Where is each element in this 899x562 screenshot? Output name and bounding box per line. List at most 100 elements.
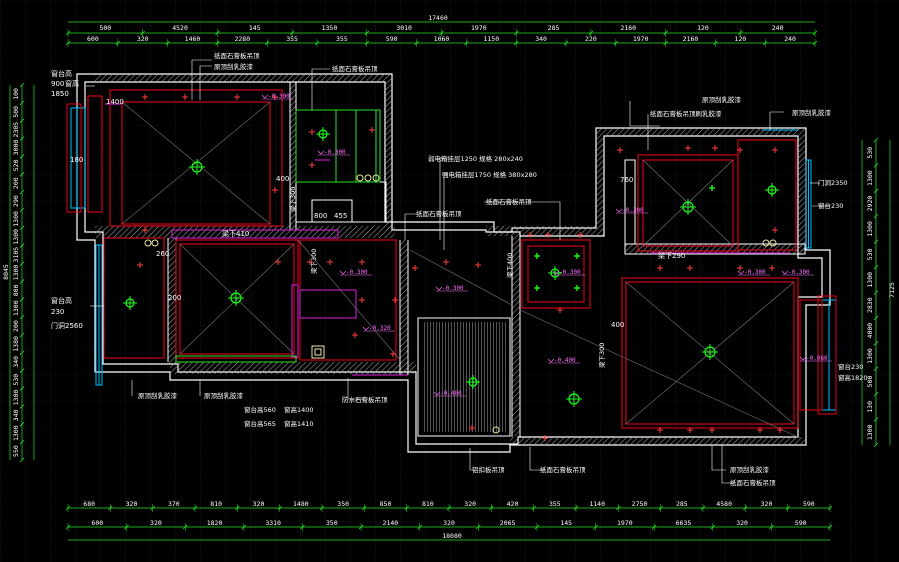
spot-light <box>709 427 715 433</box>
label-sill-560: 窗台高560 <box>244 405 276 414</box>
spot-light <box>234 94 240 100</box>
left-dim-3: 3000 <box>12 140 20 156</box>
top-dim-a-5: 1970 <box>471 24 487 32</box>
level-marker: -0.300 <box>261 93 294 100</box>
level-marker: -0.300 <box>435 285 468 292</box>
bottom-dim-a-2: 370 <box>168 500 180 508</box>
level-marker: -0.300 <box>737 269 770 276</box>
label-window-sill-left: 窗台高 <box>51 296 72 305</box>
right-dim-11: 1300 <box>866 424 874 440</box>
top-dim-b-8: 1150 <box>483 35 499 43</box>
top-dimensions <box>65 21 818 47</box>
top-dim-a-3: 1350 <box>322 24 338 32</box>
top-dim-b-0: 600 <box>87 35 99 43</box>
spot-light <box>737 147 743 153</box>
level-marker: -0.400 <box>433 390 466 397</box>
spot-light <box>712 145 718 151</box>
bottom-dim-a-0: 680 <box>83 500 95 508</box>
spot-light <box>182 94 188 100</box>
spot-light <box>475 262 481 268</box>
top-dim-a-2: 145 <box>249 24 261 32</box>
spot-light <box>617 147 623 153</box>
bottom-dim-a-7: 850 <box>380 500 392 508</box>
bottom-dim-a-4: 320 <box>253 500 265 508</box>
left-dim-11: 800 <box>12 284 20 296</box>
label-dim-455: 455 <box>334 212 347 220</box>
bottom-dim-a-6: 350 <box>337 500 349 508</box>
left-dim-17: 1300 <box>12 390 20 406</box>
label-dim-400b: 400 <box>611 321 624 329</box>
spot-light <box>469 425 475 431</box>
level-value: -0.300 <box>268 93 290 100</box>
label-sill-r2: 窗台230 <box>838 362 863 371</box>
top-dim-b-11: 1970 <box>633 35 649 43</box>
level-marker: -0.300 <box>615 207 648 214</box>
bottom-dim-a-11: 355 <box>549 500 561 508</box>
small-lamp-icon <box>574 253 580 259</box>
label-ceiling-gypsum-4: 纸面石膏板吊顶 <box>486 197 532 206</box>
top-dim-a-8: 120 <box>697 24 709 32</box>
bottom-dim-a-12: 1140 <box>589 500 605 508</box>
spot-light <box>657 427 663 433</box>
left-dim-14: 1380 <box>12 336 20 352</box>
bottom-dim-a-10: 420 <box>507 500 519 508</box>
level-marker: -0.060 <box>799 355 832 362</box>
right-dim-1: 1300 <box>866 170 874 186</box>
cabinets <box>175 109 381 363</box>
top-dim-b-14: 240 <box>784 35 796 43</box>
label-beam-300b: 梁下300 <box>309 249 318 274</box>
left-dim-7: 1300 <box>12 211 20 227</box>
bottom-dim-a-3: 810 <box>210 500 222 508</box>
label-dim-1400: 1400 <box>106 98 124 106</box>
top-dim-b-12: 2160 <box>683 35 699 43</box>
fixtures <box>144 174 777 434</box>
bottom-dim-b-2: 1820 <box>207 519 223 527</box>
label-window-sill-tl: 窗台高 <box>51 69 72 78</box>
left-dim-8: 1300 <box>12 229 20 245</box>
bottom-dim-b-1: 320 <box>150 519 162 527</box>
level-value: -0.320 <box>369 325 391 332</box>
label-ceiling-gypsum-br: 纸面石膏板吊顶 <box>730 478 776 487</box>
left-dim-19: 1300 <box>12 425 20 441</box>
spot-light <box>577 232 583 238</box>
top-total-dim: 17460 <box>428 14 448 22</box>
spot-light <box>137 262 143 268</box>
top-dim-a-0: 500 <box>99 24 111 32</box>
label-door-height-left: 门洞2560 <box>51 321 83 330</box>
spot-light <box>309 129 315 135</box>
small-lamp-icon <box>574 285 580 291</box>
right-dim-2: 2920 <box>866 196 874 212</box>
ceiling-lamp-icon <box>316 127 330 141</box>
label-ceiling-gypsum-2: 纸面石膏板吊顶 <box>332 64 378 73</box>
right-dim-10: 130 <box>866 401 874 413</box>
left-dim-18: 340 <box>12 409 20 421</box>
bottom-dim-a-13: 2750 <box>632 500 648 508</box>
level-value: -0.400 <box>440 390 462 397</box>
ceiling-lamp-icon <box>566 391 582 407</box>
ceiling-lamp-icon <box>680 199 696 215</box>
right-dim-4: 530 <box>866 248 874 260</box>
label-beam-290: 梁下290 <box>658 251 685 260</box>
right-dim-0: 530 <box>866 147 874 159</box>
ceiling-lamp-icon <box>123 296 137 310</box>
top-dim-a-4: 3010 <box>396 24 412 32</box>
left-dim-15: 340 <box>12 356 20 368</box>
ceiling-lamp-icon <box>189 159 205 175</box>
spot-light <box>327 259 333 265</box>
label-window-h-r: 窗高1820 <box>838 373 868 382</box>
leader-lines <box>86 59 830 484</box>
top-dim-b-4: 355 <box>286 35 298 43</box>
spot-light <box>142 227 148 233</box>
spot-light <box>359 297 365 303</box>
spot-light <box>390 351 396 357</box>
left-dimensions <box>9 82 35 463</box>
ceiling-lamp-icon <box>228 290 244 306</box>
left-dim-1: 500 <box>12 106 20 118</box>
level-marker: -0.300 <box>552 269 585 276</box>
right-dim-7: 4000 <box>866 323 874 339</box>
top-dim-b-3: 2280 <box>234 35 250 43</box>
top-dim-b-1: 320 <box>137 35 149 43</box>
